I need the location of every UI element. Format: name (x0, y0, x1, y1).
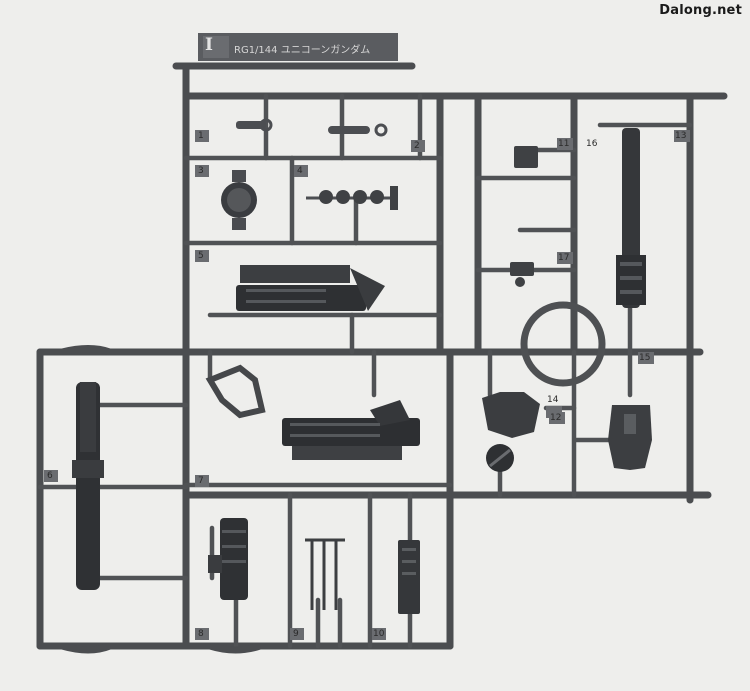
gate-number: 1 (198, 131, 204, 141)
runner-tag-text: RG1/144 ユニコーンガンダム (234, 45, 371, 56)
gate-number: 6 (47, 471, 53, 481)
grip-part (208, 518, 248, 600)
gate-number: 3 (198, 166, 204, 176)
runner-tag: I RG1/144 ユニコーンガンダム (198, 33, 398, 61)
runner-loops (61, 345, 262, 654)
rods-part (305, 538, 345, 610)
box-part (398, 540, 420, 614)
chain-part (306, 186, 398, 210)
vertical-spine-part (616, 128, 646, 308)
gate-number: 13 (675, 131, 687, 141)
gate-number: 2 (414, 141, 420, 151)
gate-number: 15 (639, 353, 651, 363)
ring-part (520, 301, 606, 387)
runner-inner (37, 93, 693, 649)
gate-number: 9 (293, 629, 299, 639)
gate-number: 14 (547, 395, 559, 405)
runner-frame (36, 62, 728, 650)
runner-tag-plate (198, 33, 398, 61)
gate-number: 10 (373, 629, 385, 639)
rifle-barrel-lower (282, 400, 420, 460)
rifle-barrel-upper (236, 265, 385, 311)
runner-tag-letter: I (205, 35, 213, 55)
round-socket-part (221, 170, 257, 230)
long-shaft-part (72, 382, 104, 590)
small-parts-top (236, 118, 388, 137)
gate-number: 12 (550, 413, 562, 423)
small-parts-right (510, 146, 538, 287)
right-bracket-part (608, 405, 652, 470)
bracket-part (205, 364, 266, 419)
gate-number-plates (44, 130, 690, 640)
gate-number: 17 (558, 253, 570, 263)
gate-number: 11 (558, 139, 570, 149)
gate-number: 5 (198, 251, 204, 261)
gate-number: 8 (198, 629, 204, 639)
emblem-part (482, 392, 540, 472)
gate-number: 7 (198, 476, 204, 486)
gate-number: 4 (297, 166, 303, 176)
watermark: Dalong.net (659, 3, 742, 18)
gate-number: 16 (586, 139, 598, 149)
